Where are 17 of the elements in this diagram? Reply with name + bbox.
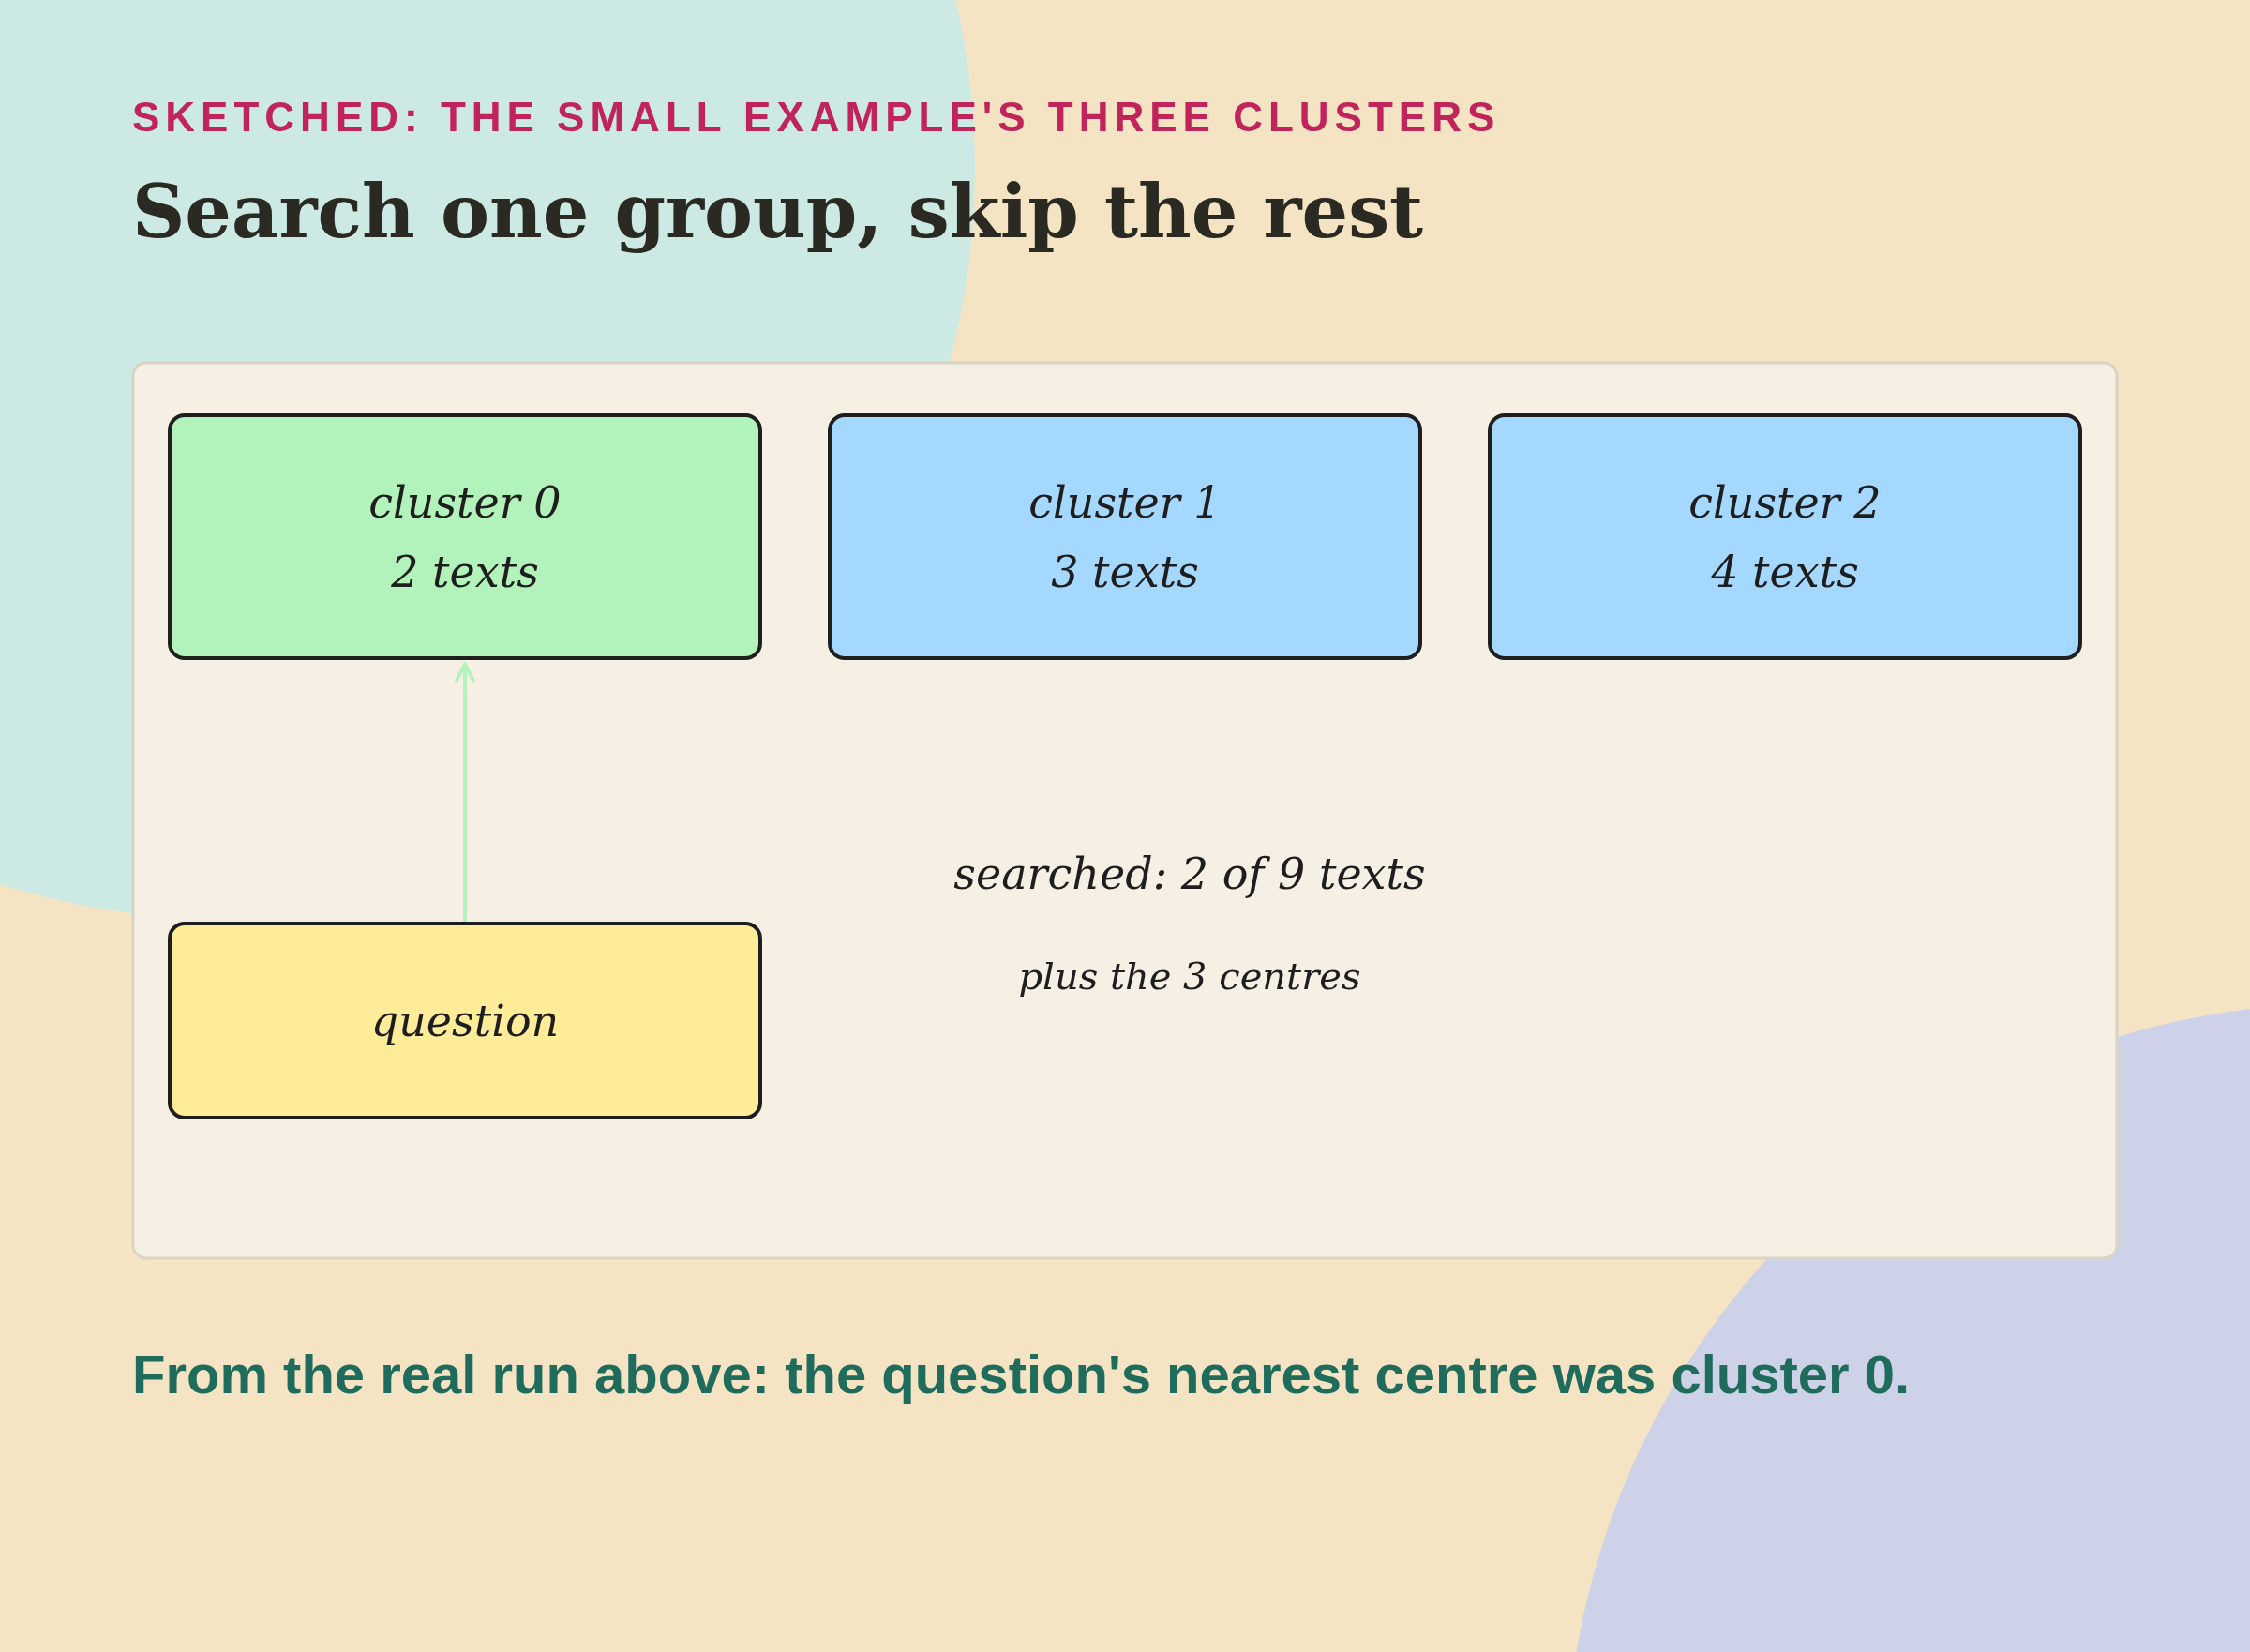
question-box xyxy=(168,922,762,1119)
node-label: cluster 2 xyxy=(1688,475,1882,530)
note-text: plus the 3 centres xyxy=(1018,954,1361,998)
caption: From the real run above: the question's nearest centre was cluster 0. xyxy=(132,1343,1911,1405)
node-label: 4 texts xyxy=(1711,545,1859,599)
cluster-box xyxy=(168,413,762,660)
arrow xyxy=(454,662,476,922)
node-label: question xyxy=(370,994,560,1048)
cluster-box xyxy=(1488,413,2082,660)
node-label: 3 texts xyxy=(1051,545,1199,599)
node-label: cluster 1 xyxy=(1028,475,1222,530)
node-label: 2 texts xyxy=(391,545,539,599)
note-text: searched: 2 of 9 texts xyxy=(953,849,1426,899)
cluster-box xyxy=(828,413,1422,660)
eyebrow-text: SKETCHED: THE SMALL EXAMPLE'S THREE CLUSTERS xyxy=(132,94,1501,141)
node-label: cluster 0 xyxy=(368,475,562,530)
title: Search one group, skip the rest xyxy=(132,169,1424,254)
